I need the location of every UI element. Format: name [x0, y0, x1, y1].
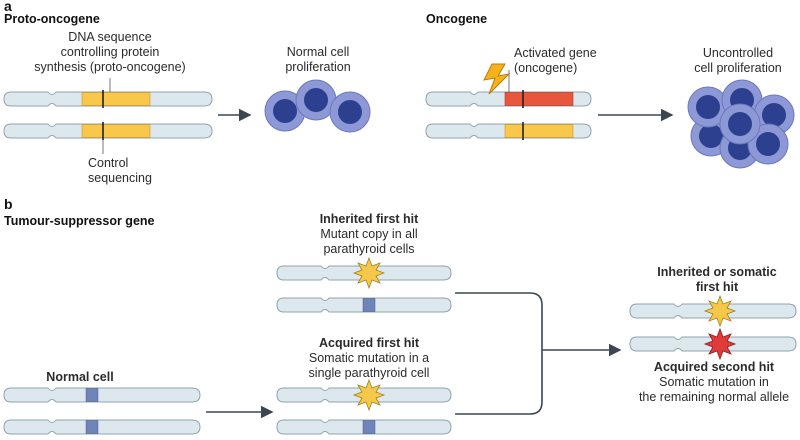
mutation-star-icon [703, 294, 737, 328]
acquired-chromosome-bottom [276, 419, 452, 435]
onco-chromosome-top [425, 90, 592, 108]
normal-proliferation-label: Normal cell proliferation [285, 45, 351, 74]
activated-gene-label: Activated gene (oncogene) [514, 46, 597, 75]
proto-chromosome-bottom [3, 122, 213, 140]
normal-cells-group [264, 79, 371, 133]
second-hit-star-icon [703, 327, 737, 361]
control-sequencing-label: Control sequencing [88, 156, 152, 185]
oncogene-gene [504, 92, 574, 106]
inherited-first-hit-label: Inherited first hit Mutant copy in all p… [319, 212, 419, 256]
ts-gene [362, 420, 376, 434]
onco-chromosome-bottom [425, 122, 592, 140]
dna-sequence-label: DNA sequence controlling protein synthes… [34, 30, 186, 74]
proto-gene-bottom [81, 124, 151, 138]
ts-gene [362, 298, 376, 312]
uncontrolled-proliferation-label: Uncontrolled cell proliferation [694, 46, 782, 75]
mutation-star-icon [352, 256, 386, 290]
normal-chromosome-top [3, 387, 201, 403]
normal-chromosome-bottom [3, 419, 201, 435]
proto-chromosome-top [3, 90, 213, 108]
ts-gene [85, 388, 99, 402]
lightning-bolt-icon [483, 63, 511, 95]
inherited-chromosome-bottom [276, 297, 452, 313]
oncogene-title: Oncogene [426, 12, 488, 26]
mutation-star-icon [352, 378, 386, 412]
onco-normal-gene [504, 124, 574, 138]
normal-cell-label: Normal cell [46, 370, 114, 384]
acquired-second-hit-label: Acquired second hit Somatic mutation in … [638, 360, 790, 404]
panel-label-a: a [4, 0, 12, 14]
panel-label-b: b [4, 196, 13, 212]
tumour-suppressor-title: Tumour-suppressor gene [4, 214, 155, 228]
ts-gene [85, 420, 99, 434]
proto-gene-top [81, 92, 151, 106]
acquired-first-hit-label: Acquired first hit Somatic mutation in a… [308, 336, 430, 380]
inherited-or-somatic-label: Inherited or somatic first hit [657, 265, 777, 294]
uncontrolled-cells-group [687, 79, 795, 169]
proto-oncogene-title: Proto-oncogene [4, 12, 100, 26]
merge-bracket [455, 292, 543, 415]
